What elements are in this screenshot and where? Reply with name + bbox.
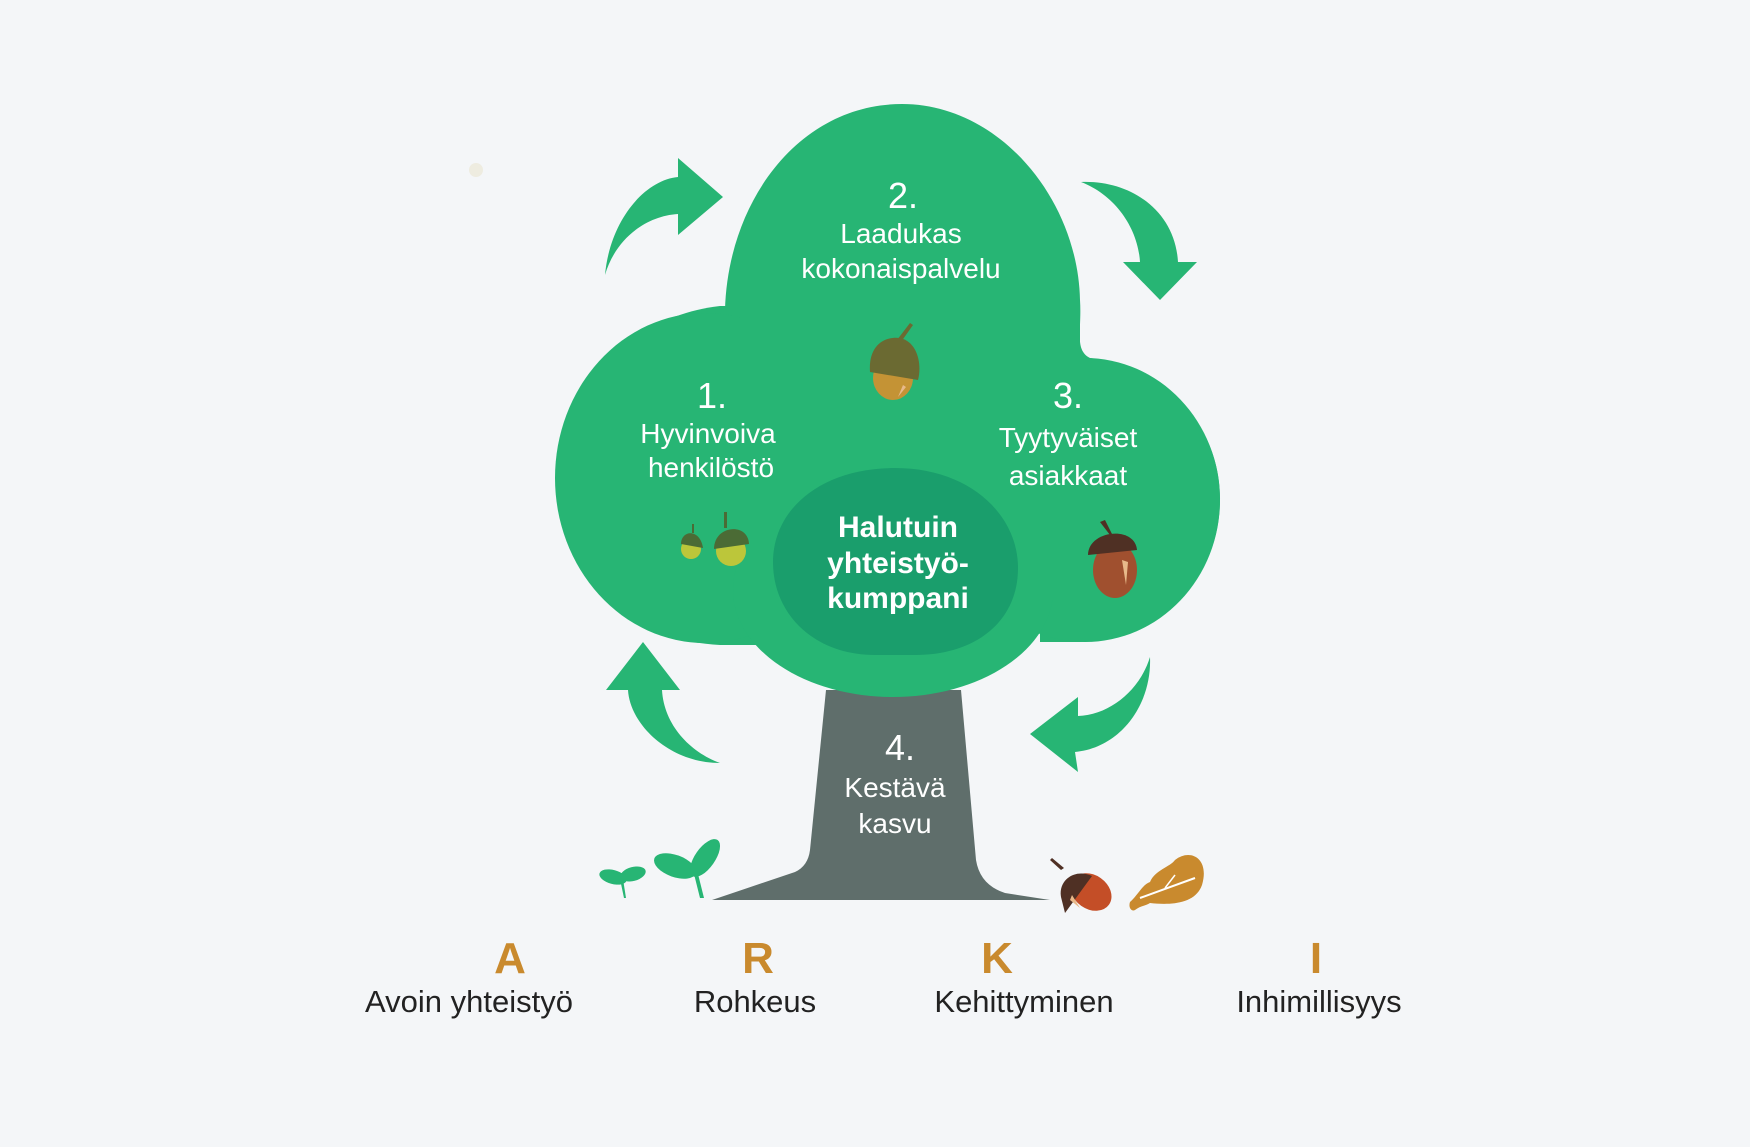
step-1-line-2: henkilöstö: [648, 452, 774, 483]
curved-arrow-left-icon: [1030, 657, 1151, 772]
acorn-green-pair-icon: [681, 512, 749, 566]
center-line-2: yhteistyö-: [827, 547, 969, 580]
sprout-large-icon: [653, 839, 721, 898]
value-label: Avoin yhteistyö: [365, 984, 573, 1019]
value-item-i: I Inhimillisyys: [1236, 934, 1401, 1019]
acorn-olive-icon: [869, 323, 920, 400]
value-letter: A: [494, 934, 526, 983]
step-4-number: 4.: [885, 727, 915, 768]
step-3-line-2: asiakkaat: [1009, 460, 1128, 491]
step-2-line-1: Laadukas: [840, 218, 961, 249]
leaf-icon: [1129, 854, 1204, 911]
curved-arrow-right-icon: [605, 158, 723, 275]
value-letter: I: [1310, 934, 1322, 983]
value-item-r: R Rohkeus: [694, 934, 816, 1019]
value-item-k: K Kehittyminen: [934, 934, 1113, 1019]
sprout-small-icon: [599, 866, 646, 898]
value-letter: K: [981, 934, 1013, 983]
tree-trunk: [712, 690, 1050, 900]
center-blob: [773, 468, 1018, 655]
center-line-1: Halutuin: [838, 511, 958, 544]
value-label: Inhimillisyys: [1236, 984, 1401, 1019]
decorative-dot: [469, 163, 483, 177]
step-3-line-1: Tyytyväiset: [999, 422, 1138, 453]
step-4-line-2: kasvu: [858, 808, 931, 839]
step-3-number: 3.: [1053, 375, 1083, 416]
value-label: Rohkeus: [694, 984, 816, 1019]
value-item-a: A Avoin yhteistyö: [365, 934, 573, 1019]
curved-arrow-down-icon: [1081, 181, 1197, 300]
acorn-brown-icon: [1088, 520, 1137, 598]
value-label: Kehittyminen: [934, 984, 1113, 1019]
step-2-line-2: kokonaispalvelu: [801, 253, 1000, 284]
acorn-fallen-icon: [1050, 858, 1112, 913]
step-4-line-1: Kestävä: [844, 772, 946, 803]
curved-arrow-up-icon: [606, 642, 720, 763]
step-1-line-1: Hyvinvoiva: [640, 418, 776, 449]
center-line-3: kumppani: [827, 582, 969, 615]
step-1-number: 1.: [697, 375, 727, 416]
step-2-number: 2.: [888, 175, 918, 216]
value-letter: R: [742, 934, 774, 983]
